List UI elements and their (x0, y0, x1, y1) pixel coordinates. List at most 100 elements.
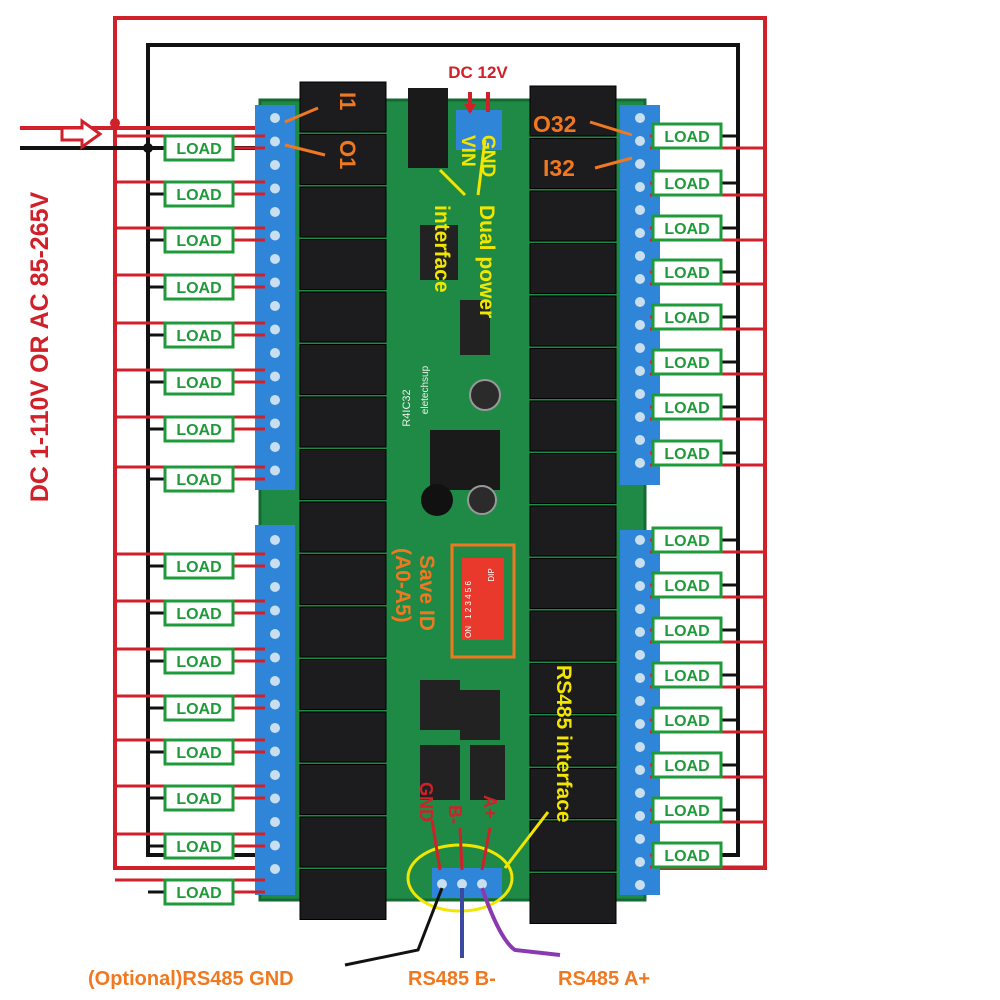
load-row: LOAD (650, 122, 765, 150)
relay (299, 396, 387, 448)
dip-label: DIP (487, 568, 496, 581)
load-box (163, 273, 235, 301)
load-row: LOAD (650, 751, 765, 779)
relay (529, 768, 617, 819)
terminal-screw (270, 442, 280, 452)
load-row: LOAD (115, 321, 265, 349)
annotation-pointers (284, 92, 633, 967)
supply-arrow-icon (60, 118, 103, 150)
load-box (651, 571, 723, 599)
terminal-screw (635, 627, 645, 637)
load-label: LOAD (176, 791, 221, 808)
load-label: LOAD (176, 280, 221, 297)
load-label: LOAD (176, 654, 221, 671)
load-label: LOAD (664, 578, 709, 595)
terminal-screw (270, 418, 280, 429)
terminal-screw (270, 582, 280, 592)
board-brand: eletechsup (420, 365, 431, 414)
terminal-screw (270, 207, 280, 217)
terminal-screw (270, 277, 280, 288)
terminal-screw (270, 395, 280, 405)
load-label: LOAD (176, 422, 221, 439)
dip-on-label: ON (464, 626, 473, 638)
capacitor (467, 485, 497, 515)
relay (529, 873, 617, 924)
load-label: LOAD (176, 187, 221, 204)
load-box (163, 647, 235, 675)
terminal-screw (270, 183, 280, 194)
load-row: LOAD (115, 415, 265, 443)
terminal-screw (270, 301, 280, 311)
terminal-screw (635, 343, 645, 353)
relay (299, 816, 387, 868)
terminal-screw (270, 817, 280, 827)
rs485-a-caption: RS485 A+ (558, 968, 650, 990)
load-row: LOAD (115, 180, 265, 208)
dip-switch-highlight (450, 543, 516, 659)
load-label: LOAD (664, 623, 709, 640)
load-row: LOAD (650, 661, 765, 689)
load-row: LOAD (115, 599, 265, 627)
terminal-screw (270, 723, 280, 733)
load-label: LOAD (664, 221, 709, 238)
terminal-screw (635, 297, 645, 307)
rs485-gnd-caption: (Optional)RS485 GND (88, 968, 294, 990)
terminal-screw (270, 535, 280, 545)
terminal-screw (635, 159, 645, 169)
terminal-screw (635, 182, 645, 192)
load-row: LOAD (650, 303, 765, 331)
load-row: LOAD (650, 258, 765, 286)
relay (529, 295, 617, 347)
load-row: LOAD (650, 796, 765, 824)
load-row: LOAD (115, 226, 265, 254)
load-box (651, 303, 723, 331)
relay (529, 715, 617, 767)
load-box (651, 796, 723, 824)
load-row: LOAD (650, 393, 765, 421)
load-box (163, 552, 235, 580)
load-row: LOAD (650, 616, 765, 644)
load-row: LOAD (115, 878, 265, 906)
rs485-b-pin-label: B- (445, 805, 465, 824)
terminal-screw (635, 113, 645, 123)
load-row: LOAD (115, 465, 265, 493)
slave-id-range-label: (A0-A5) (391, 548, 414, 623)
terminal-screw (635, 696, 645, 706)
terminal-screw (270, 324, 280, 335)
load-box (163, 134, 235, 162)
terminal-screw (270, 348, 280, 358)
terminal-screw (635, 435, 645, 445)
load-box (651, 439, 723, 467)
load-box (651, 526, 723, 554)
terminal-screw (635, 880, 645, 890)
relay (299, 134, 387, 185)
terminal-screw (635, 558, 645, 568)
load-label: LOAD (176, 606, 221, 623)
load-label: LOAD (664, 713, 709, 730)
chip (460, 690, 500, 740)
rs485-gnd-pin-label: GND (416, 782, 436, 822)
relay (299, 659, 387, 710)
load-label: LOAD (176, 141, 221, 158)
load-label: LOAD (664, 533, 709, 550)
o1-label: O1 (335, 140, 360, 169)
terminal-screw (635, 274, 645, 284)
load-box (163, 878, 235, 906)
load-row: LOAD (115, 368, 265, 396)
relay (299, 606, 387, 658)
load-label: LOAD (664, 265, 709, 282)
dc-barrel-jack (408, 88, 448, 168)
load-box (651, 348, 723, 376)
terminal-screw (635, 650, 645, 660)
load-row: LOAD (650, 706, 765, 734)
load-row: LOAD (115, 694, 265, 722)
terminal-screw (635, 811, 645, 821)
relay-board: DIP 1 2 3 4 5 6 ON R4IC32 eletechsup (255, 81, 660, 924)
dc-12v-label: DC 12V (448, 63, 508, 82)
load-row: LOAD (115, 273, 265, 301)
relay (529, 558, 617, 609)
load-box (651, 258, 723, 286)
relay (299, 239, 387, 290)
terminal-screw (270, 746, 280, 757)
